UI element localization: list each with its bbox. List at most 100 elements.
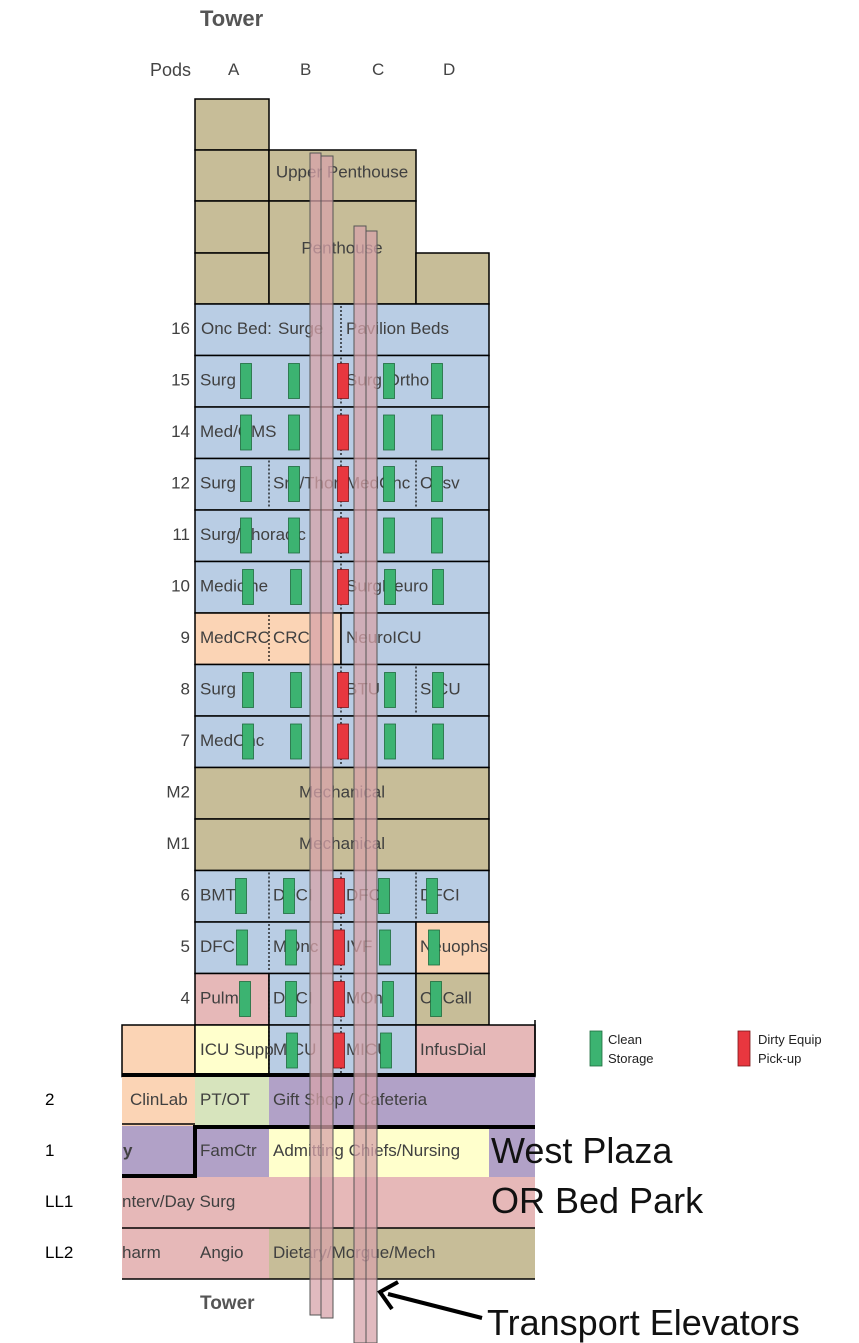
clean-storage-marker-26 xyxy=(384,723,396,760)
base-ll1-text-0: nterv/Day Surg xyxy=(122,1192,235,1211)
legend-clean-line1: Clean xyxy=(608,1032,642,1047)
dirty-equip-marker-9 xyxy=(333,981,345,1017)
clean-storage-marker-38 xyxy=(382,981,394,1017)
floor-3-text-0: ICU Supp xyxy=(200,1040,274,1059)
base-2-text-0: ClinLab xyxy=(130,1090,188,1109)
floor-label-14: 14 xyxy=(171,422,190,441)
clean-storage-marker-30 xyxy=(378,878,390,914)
west-plaza-label: West Plaza xyxy=(491,1130,673,1171)
clean-storage-marker-3 xyxy=(431,363,443,399)
penthouse-pod-a-1 xyxy=(194,98,270,151)
legend-dirty-line2: Pick-up xyxy=(758,1051,802,1066)
floor-9-text-0: MedCRC xyxy=(200,628,270,647)
clean-storage-marker-10 xyxy=(383,466,395,502)
dirty-equip-marker-5 xyxy=(337,672,349,708)
clean-storage-marker-18 xyxy=(384,569,396,605)
clean-storage-marker-29 xyxy=(283,878,295,914)
floor-2-ptot xyxy=(195,1075,269,1126)
elevator-shaft-2 xyxy=(320,155,334,1319)
clean-storage-marker-32 xyxy=(236,929,248,966)
clean-storage-marker-37 xyxy=(285,981,297,1017)
dirty-equip-marker-10 xyxy=(333,1032,345,1069)
dirty-equip-marker-0 xyxy=(337,363,349,399)
floor-label-15: 15 xyxy=(171,371,190,390)
legend-dirty-line1: Dirty Equip xyxy=(758,1032,822,1047)
floor-label-m1: M1 xyxy=(166,834,190,853)
legend-clean-swatch xyxy=(589,1030,603,1067)
floor-16-zone-0 xyxy=(194,303,490,357)
clean-storage-marker-34 xyxy=(379,929,391,966)
clean-storage-marker-23 xyxy=(432,672,444,708)
clean-storage-marker-21 xyxy=(290,672,302,708)
base-ll2-text-0: harm xyxy=(122,1243,161,1262)
pod-label-b: B xyxy=(300,60,312,79)
clean-storage-marker-5 xyxy=(288,414,300,451)
floor-label-5: 5 xyxy=(181,937,190,956)
pod-label-d: D xyxy=(443,60,456,79)
elevator-arrow-head xyxy=(377,1280,399,1311)
clean-storage-marker-16 xyxy=(242,569,254,605)
upper-penthouse-cell xyxy=(268,149,417,202)
floor-1-admitting xyxy=(269,1126,489,1177)
or-bed-park-label: OR Bed Park xyxy=(491,1180,704,1221)
clean-storage-marker-8 xyxy=(240,466,252,502)
floor-11-text-0: Surg/Thoracic xyxy=(200,525,306,544)
floor-6-text-0: BMT xyxy=(200,886,236,905)
clean-storage-marker-4 xyxy=(240,414,252,451)
clean-storage-marker-19 xyxy=(432,569,444,605)
clean-storage-marker-0 xyxy=(240,363,252,399)
clean-storage-marker-28 xyxy=(235,878,247,914)
floor-m2-zone-0 xyxy=(194,766,490,820)
floor-label-7: 7 xyxy=(181,731,190,750)
floor-15-text-0: Surg xyxy=(200,371,236,390)
floor-4-text-0: Pulm xyxy=(200,989,239,1008)
dirty-equip-marker-2 xyxy=(337,466,349,502)
floor-label-16: 16 xyxy=(171,319,190,338)
base-1-text-0: y xyxy=(123,1141,133,1160)
floor-label-4: 4 xyxy=(181,989,190,1008)
floor-ll2-left xyxy=(122,1228,269,1279)
clean-storage-marker-25 xyxy=(290,723,302,760)
floor-8-text-0: Surg xyxy=(200,680,236,699)
base-2-text-1: PT/OT xyxy=(200,1090,250,1109)
elevator-shaft-3 xyxy=(353,225,367,1343)
clean-storage-marker-41 xyxy=(380,1032,392,1069)
legend-dirty-swatch xyxy=(737,1030,751,1067)
penthouse-pod-a-3 xyxy=(194,200,270,254)
floor-3-text-3: InfusDial xyxy=(420,1040,486,1059)
floor-label-6: 6 xyxy=(181,886,190,905)
clean-storage-marker-14 xyxy=(383,517,395,554)
floor-12-text-0: Surg xyxy=(200,474,236,493)
pod-label-c: C xyxy=(372,60,385,79)
floor-9-text-1: CRC xyxy=(273,628,310,647)
floor-4-zone-2 xyxy=(415,972,490,1026)
clean-storage-marker-9 xyxy=(288,466,300,502)
transport-elevators-label: Transport Elevators xyxy=(487,1302,800,1343)
clean-storage-marker-22 xyxy=(384,672,396,708)
base-floor-label-ll1: LL1 xyxy=(45,1192,73,1211)
floor-label-8: 8 xyxy=(181,680,190,699)
dirty-equip-marker-4 xyxy=(337,569,349,605)
clean-storage-marker-31 xyxy=(426,878,438,914)
tower-title-top: Tower xyxy=(200,6,264,31)
dirty-equip-marker-6 xyxy=(337,723,349,760)
clean-storage-marker-11 xyxy=(431,466,443,502)
penthouse-pod-a-2 xyxy=(194,149,270,202)
clean-storage-marker-36 xyxy=(239,981,251,1017)
clean-storage-marker-33 xyxy=(285,929,297,966)
floor-3-zone-3 xyxy=(415,1024,536,1078)
upper-penthouse-label: Upper Penthouse xyxy=(276,162,408,181)
penthouse-cell xyxy=(268,200,417,305)
dirty-equip-marker-3 xyxy=(337,517,349,554)
tower-title-bottom: Tower xyxy=(200,1293,255,1314)
base-floor-label-2: 2 xyxy=(45,1090,54,1109)
elevator-arrow-line xyxy=(387,1292,483,1320)
legend-clean-line2: Storage xyxy=(608,1051,654,1066)
floor-1-left xyxy=(122,1126,195,1177)
floor-4-text-3: OnCall xyxy=(420,989,472,1008)
base-1-text-1: FamCtr xyxy=(200,1141,257,1160)
pod-label-a: A xyxy=(228,60,240,79)
clean-storage-marker-20 xyxy=(242,672,254,708)
floor-label-12: 12 xyxy=(171,474,190,493)
